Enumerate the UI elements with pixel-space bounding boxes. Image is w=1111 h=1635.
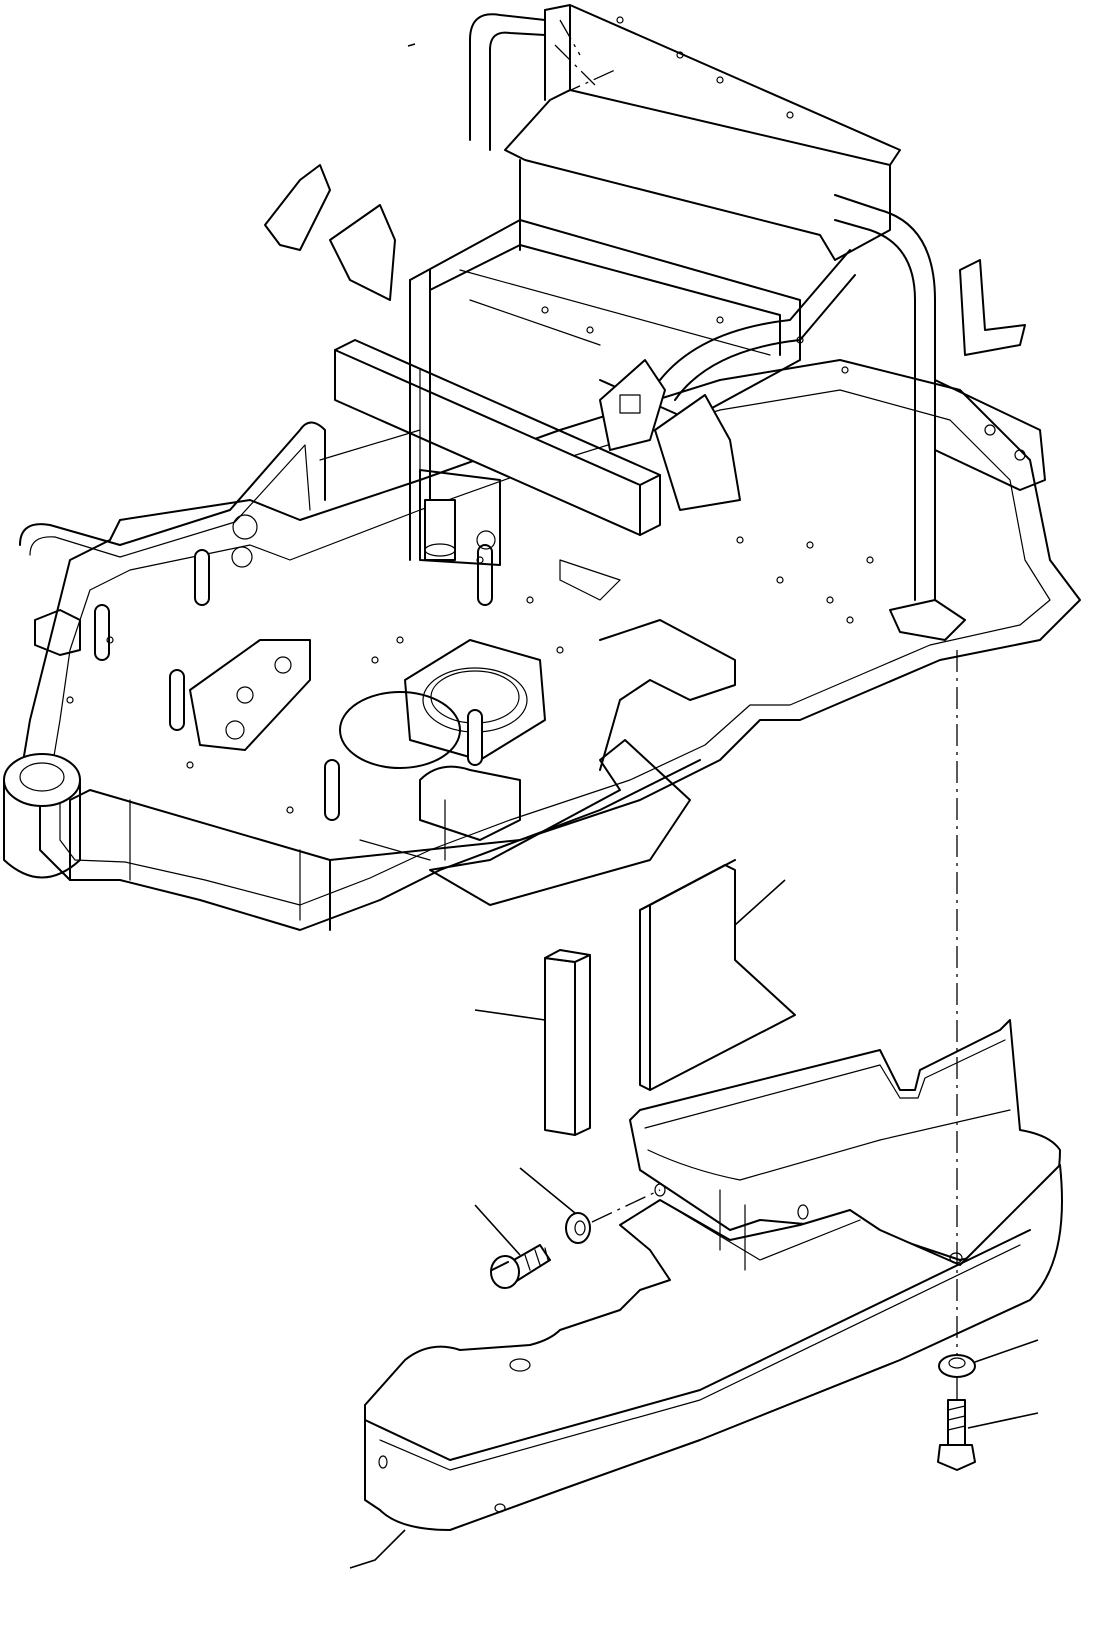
pad-l-shaped [639, 859, 796, 1091]
leader-bolt-bottom [967, 1412, 1039, 1429]
callout-leaders [349, 43, 1039, 1569]
bolt-front [490, 1244, 551, 1289]
washer-front [565, 1212, 591, 1244]
leader-rear-cover [349, 1529, 406, 1569]
frame-holes [66, 16, 874, 814]
frame-posts [94, 544, 493, 821]
assembly-centerlines [591, 650, 958, 1400]
rear-cover [364, 1019, 1063, 1531]
leader-pad-l-shaped [734, 879, 786, 926]
leader-washer-bottom [974, 1339, 1039, 1363]
bolt-bottom [937, 1399, 976, 1471]
leader-bolt-front [474, 1204, 521, 1256]
washer-bottom [938, 1354, 976, 1378]
pad-bar [544, 949, 591, 1136]
main-frame [3, 4, 1081, 931]
leader-washer-front [519, 1167, 576, 1214]
leader-pad-bar [474, 1009, 546, 1021]
leader-mark-top [407, 43, 416, 47]
